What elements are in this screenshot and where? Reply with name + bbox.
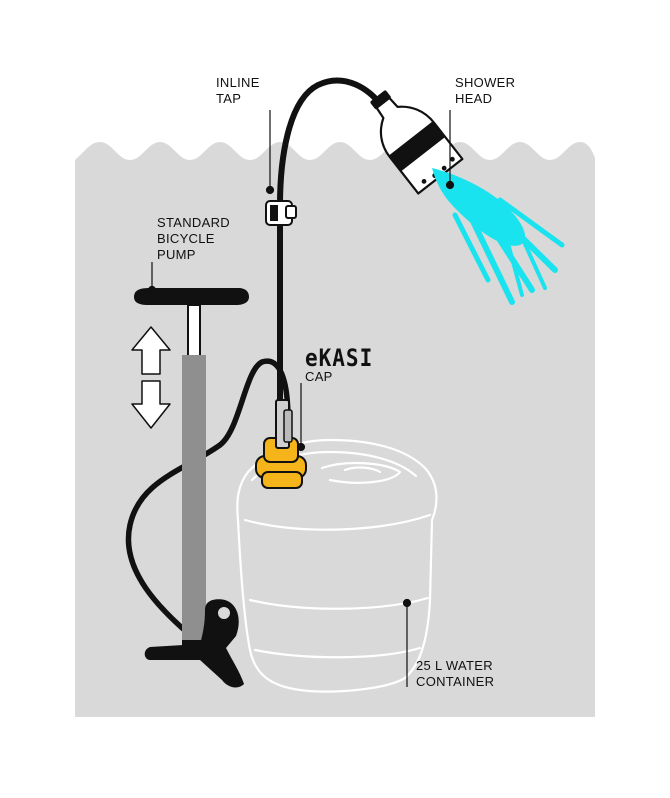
- pump-hose: [125, 358, 291, 643]
- container-label: 25 L WATER CONTAINER: [416, 658, 495, 689]
- ekasi-cap: [255, 399, 307, 489]
- bicycle-pump: [134, 288, 249, 688]
- brand-logo: eKASI: [305, 344, 374, 372]
- callout-lines: [147, 110, 455, 687]
- shower-head-label: SHOWER HEAD: [455, 75, 516, 106]
- inline-tap: [265, 200, 297, 226]
- down-arrow-icon: [131, 380, 171, 429]
- water-spray: [432, 168, 565, 305]
- inline-tap-label: INLINE TAP: [216, 75, 260, 106]
- up-arrow-icon: [131, 326, 171, 375]
- shower-head: [370, 90, 464, 195]
- pump-label: STANDARD BICYCLE PUMP: [157, 215, 230, 262]
- cap-label: CAP: [305, 369, 333, 384]
- shower-hose: [277, 77, 383, 461]
